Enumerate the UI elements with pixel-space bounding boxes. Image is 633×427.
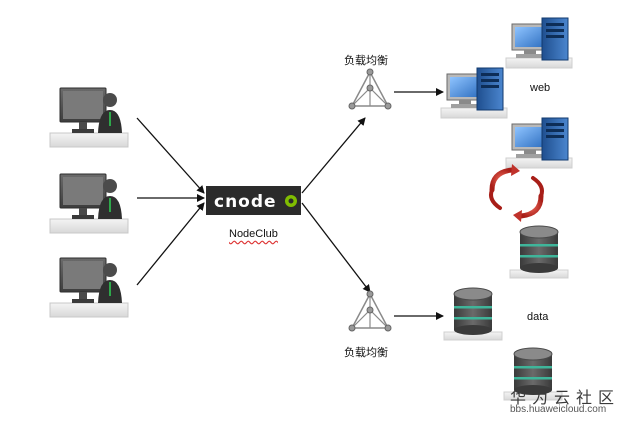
- server-tower-icon: [505, 17, 573, 69]
- arrow-nodeclub-to-lb-bottom: [301, 202, 371, 293]
- load-balancer-icon: [348, 68, 392, 110]
- lb-top-label: 负载均衡: [344, 54, 388, 67]
- logo-wordmark: cnode: [214, 192, 277, 212]
- load-balancer-icon: [348, 290, 392, 332]
- server-tower-icon: [440, 67, 508, 119]
- database-icon: [509, 225, 569, 279]
- server-tower-icon: [505, 117, 573, 169]
- arrow-user1-to-nodeclub: [136, 117, 205, 194]
- user-workstation-icon: [49, 87, 129, 148]
- watermark-title: 华为云社区: [510, 388, 621, 407]
- user-workstation-icon: [49, 257, 129, 318]
- database-icon: [443, 287, 503, 341]
- arrow-user3-to-nodeclub: [136, 202, 205, 286]
- nodeclub-logo: cnode: [206, 186, 301, 215]
- data-label: data: [527, 311, 549, 323]
- nodeclub-label: NodeClub: [229, 228, 278, 240]
- user-workstation-icon: [49, 173, 129, 234]
- connector-arrows: [136, 88, 444, 320]
- web-label: web: [530, 82, 551, 94]
- lb-bottom-label: 负载均衡: [344, 346, 388, 359]
- sync-arrows-icon: [489, 164, 544, 222]
- arrow-nodeclub-to-lb-top: [301, 117, 366, 194]
- watermark-url: bbs.huaweicloud.com: [510, 404, 607, 415]
